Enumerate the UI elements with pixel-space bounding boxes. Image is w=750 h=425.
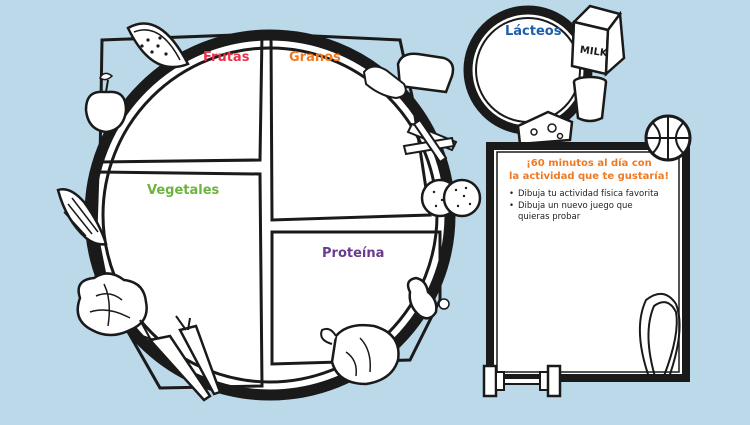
activity-title: ¡60 minutos al día con la actividad que …	[497, 157, 681, 183]
watermelon-icon	[126, 22, 190, 69]
label-lacteos: Lácteos	[505, 24, 562, 39]
activity-frame	[486, 142, 690, 382]
pasta-icon	[402, 118, 458, 164]
activity-list: Dibuja tu actividad física favorita Dibu…	[509, 189, 679, 223]
jump-rope-icon	[638, 293, 681, 381]
carrot-icon	[135, 315, 222, 402]
corn-icon	[56, 188, 108, 246]
cup-icon	[572, 75, 608, 123]
section-proteina	[270, 230, 442, 366]
label-frutas: Frutas	[203, 50, 250, 65]
chicken-icon	[320, 323, 400, 386]
section-granos	[269, 32, 432, 222]
activity-title-line1: ¡60 minutos al día con	[526, 158, 652, 169]
dumbbell-icon	[482, 364, 562, 398]
label-proteina: Proteína	[322, 246, 385, 261]
activity-title-line2: la actividad que te gustaría!	[508, 171, 670, 182]
activity-item-draw-new-game-cont: quieras probar	[518, 212, 581, 222]
crackers-icon	[420, 178, 482, 218]
activity-item-draw-new-game: Dibuja un nuevo juego que	[509, 201, 679, 212]
apple-icon	[84, 72, 128, 134]
basketball-icon	[644, 114, 692, 162]
bread-icon	[362, 52, 455, 100]
svg-text:MILK: MILK	[579, 45, 609, 60]
label-granos: Granos	[289, 50, 341, 65]
label-vegetales: Vegetales	[147, 183, 220, 198]
lettuce-icon	[76, 272, 148, 337]
activity-item-draw-favorite: Dibuja tu actividad física favorita	[509, 189, 679, 200]
milk-carton-icon: MILK	[570, 4, 626, 77]
activity-box: ¡60 minutos al día con la actividad que …	[497, 150, 681, 370]
cheese-icon	[516, 110, 574, 146]
peanut-icon	[406, 276, 450, 320]
